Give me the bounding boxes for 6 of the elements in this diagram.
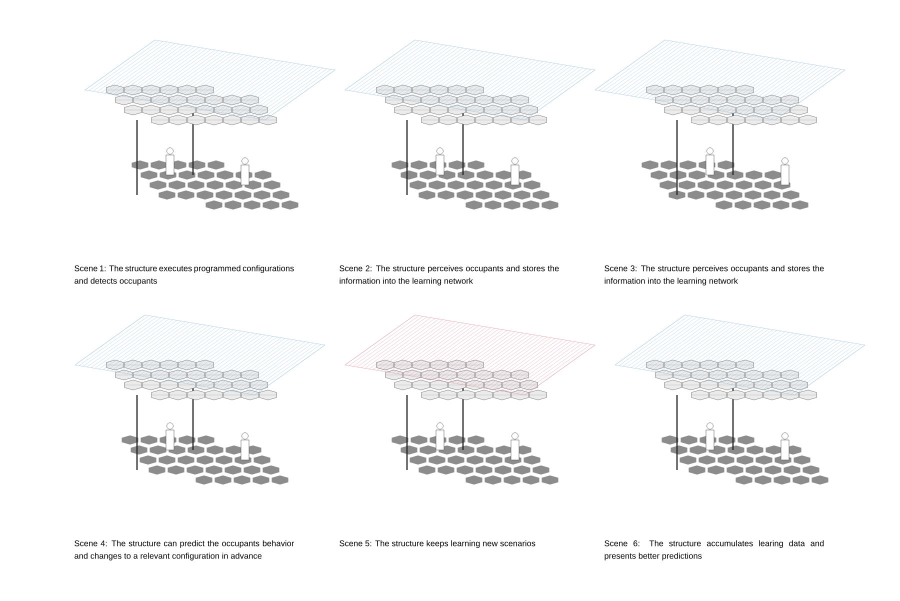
scene-caption: Scene 1: The structure executes programmed configurations and detects occupants (74, 265, 294, 286)
scene-caption: Scene 2: The structure perceives occupants and stores the information into the learning network (340, 265, 559, 286)
scene-caption: Scene 5: The structure keeps learning new scenarios (340, 540, 536, 548)
scene-caption: Scene 4: The structure can predict the occupants behavior and changes to a relevant configuration in advance (74, 540, 294, 560)
scene-caption: Scene 6: The structure accumulates learing data and presents better predictions (604, 540, 824, 560)
scene-caption: Scene 3: The structure perceives occupants and stores the information into the learning network (604, 265, 824, 286)
